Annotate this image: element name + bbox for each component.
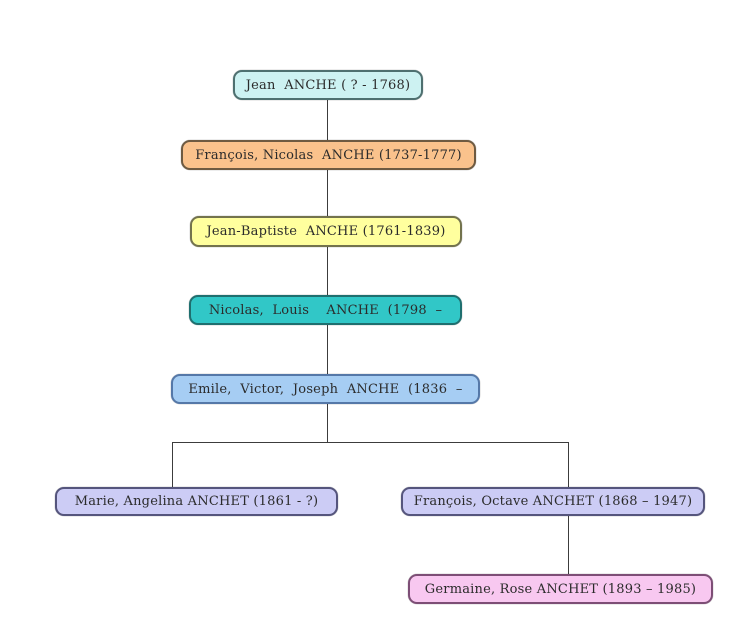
- node-label: Emile, Victor, Joseph ANCHE (1836 –: [188, 381, 463, 397]
- node-nicolas-louis-anche[interactable]: Nicolas, Louis ANCHE (1798 –: [189, 295, 462, 325]
- node-jean-anche[interactable]: Jean ANCHE ( ? - 1768): [233, 70, 423, 100]
- node-label: François, Octave ANCHET (1868 – 1947): [413, 494, 693, 509]
- node-francois-nicolas-anche[interactable]: François, Nicolas ANCHE (1737-1777): [181, 140, 476, 170]
- connector-emile-to-sibling-rail: [327, 404, 328, 442]
- sibling-rail: [172, 442, 569, 443]
- node-jean-baptiste-anche[interactable]: Jean-Baptiste ANCHE (1761-1839): [190, 216, 462, 247]
- connector-rail-to-francois-octave: [568, 442, 569, 487]
- node-label: Jean-Baptiste ANCHE (1761-1839): [206, 224, 446, 239]
- connector-rail-to-marie: [172, 442, 173, 487]
- node-emile-victor-joseph-anche[interactable]: Emile, Victor, Joseph ANCHE (1836 –: [171, 374, 480, 404]
- connector-francois-octave-to-germaine: [568, 516, 569, 574]
- connector-jean-baptiste-to-nicolas-louis: [327, 247, 328, 295]
- node-label: François, Nicolas ANCHE (1737-1777): [195, 147, 462, 163]
- node-label: Germaine, Rose ANCHET (1893 – 1985): [424, 581, 697, 597]
- connector-nicolas-louis-to-emile: [327, 325, 328, 374]
- node-label: Jean ANCHE ( ? - 1768): [245, 77, 411, 93]
- connector-francois-nicolas-to-jean-baptiste: [327, 170, 328, 216]
- node-francois-octave-anchet[interactable]: François, Octave ANCHET (1868 – 1947): [401, 487, 705, 516]
- node-label: Nicolas, Louis ANCHE (1798 –: [208, 302, 443, 318]
- node-marie-angelina-anchet[interactable]: Marie, Angelina ANCHET (1861 - ?): [55, 487, 338, 516]
- node-label: Marie, Angelina ANCHET (1861 - ?): [74, 494, 319, 509]
- node-germaine-rose-anchet[interactable]: Germaine, Rose ANCHET (1893 – 1985): [408, 574, 713, 604]
- connector-jean-to-francois-nicolas: [327, 100, 328, 140]
